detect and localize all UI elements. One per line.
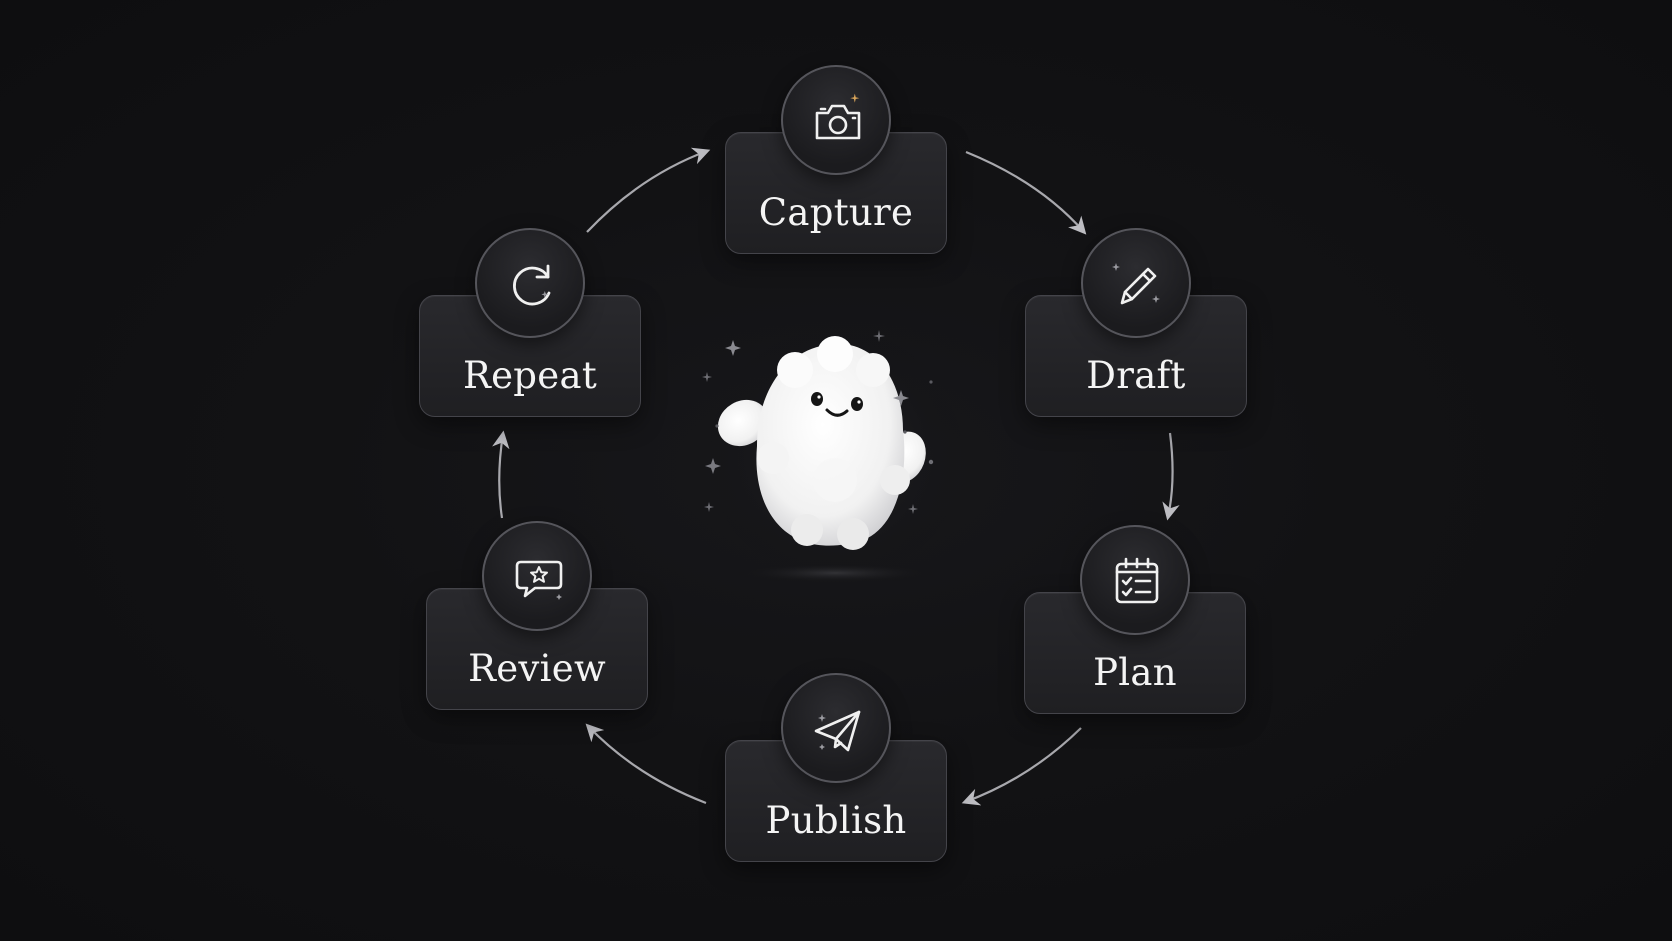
- step-publish: Publish: [725, 673, 947, 862]
- arrow-publish-to-review: [585, 723, 707, 805]
- step-icon-badge: [1080, 525, 1190, 635]
- paper-plane-icon: [814, 710, 861, 752]
- step-icon-badge: [781, 673, 891, 783]
- step-label: Draft: [1086, 354, 1186, 397]
- arrow-review-to-repeat: [492, 430, 510, 519]
- step-icon-badge: [1081, 228, 1191, 338]
- arrow-draft-to-plan: [1162, 432, 1180, 521]
- step-review: Review: [426, 521, 648, 710]
- refresh-icon: [513, 264, 551, 306]
- step-card: Plan: [1024, 592, 1246, 714]
- step-icon-badge: [482, 521, 592, 631]
- step-label: Publish: [765, 799, 907, 842]
- step-label: Plan: [1093, 651, 1177, 694]
- step-label: Repeat: [462, 354, 598, 397]
- step-plan: Plan: [1024, 525, 1246, 714]
- step-label: Review: [468, 647, 606, 690]
- step-label: Capture: [758, 191, 914, 234]
- chat-star-icon: [515, 560, 563, 600]
- step-card: Capture: [725, 132, 947, 254]
- arrow-plan-to-publish: [961, 727, 1082, 806]
- pencil-icon: [1112, 263, 1160, 305]
- step-draft: Draft: [1025, 228, 1247, 417]
- step-capture: Capture: [725, 65, 947, 254]
- fluffy-mascot-icon: [702, 330, 965, 585]
- arrow-capture-to-draft: [965, 150, 1087, 235]
- step-repeat: Repeat: [419, 228, 641, 417]
- step-icon-badge: [475, 228, 585, 338]
- calendar-checklist-icon: [1115, 557, 1159, 604]
- arrow-repeat-to-capture: [586, 147, 711, 233]
- step-icon-badge: [781, 65, 891, 175]
- camera-icon: [815, 93, 861, 140]
